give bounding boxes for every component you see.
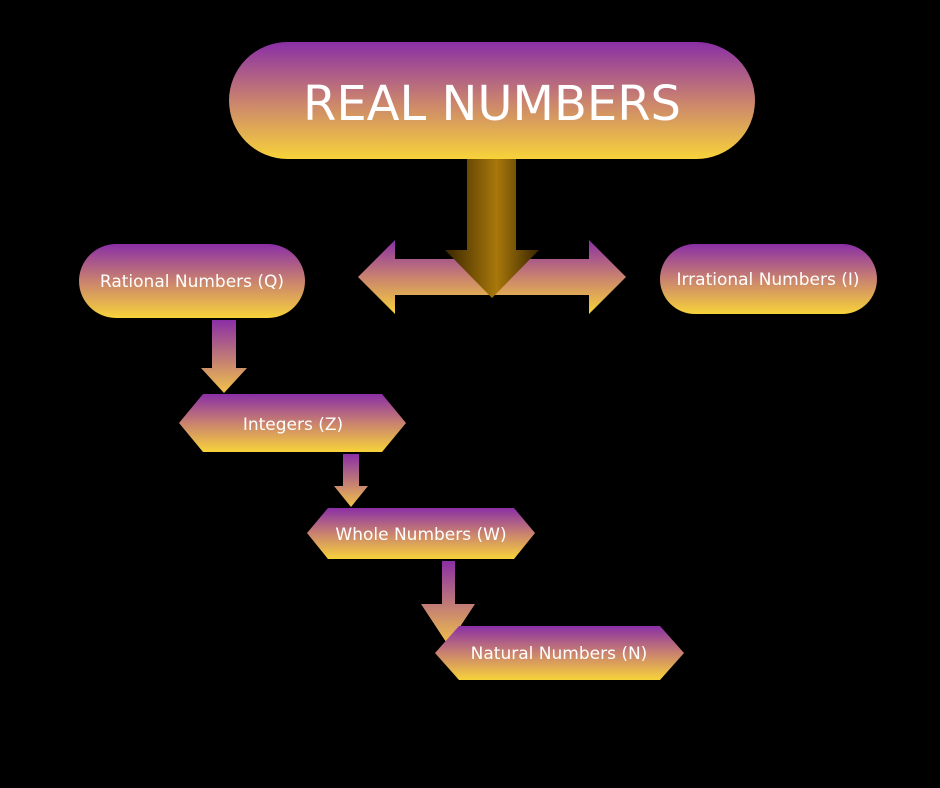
real-numbers-node — [229, 42, 755, 159]
arrow-whole-to-natural — [421, 561, 475, 645]
arrow-rational-to-integers — [201, 320, 247, 393]
rational-numbers-node — [79, 244, 305, 318]
real-numbers-label: REAL NUMBERS — [303, 76, 681, 132]
integers-node — [179, 394, 406, 452]
whole-numbers-node — [307, 508, 535, 559]
rational-numbers-label: Rational Numbers (Q) — [100, 272, 284, 292]
irrational-numbers-label: Irrational Numbers (I) — [676, 270, 859, 290]
integers-label: Integers (Z) — [243, 415, 343, 435]
natural-numbers-node — [435, 626, 684, 680]
natural-numbers-label: Natural Numbers (N) — [471, 644, 648, 664]
main-down-arrow — [445, 159, 539, 298]
irrational-numbers-node — [660, 244, 877, 314]
arrow-integers-to-whole — [334, 454, 368, 507]
whole-numbers-label: Whole Numbers (W) — [335, 525, 506, 545]
